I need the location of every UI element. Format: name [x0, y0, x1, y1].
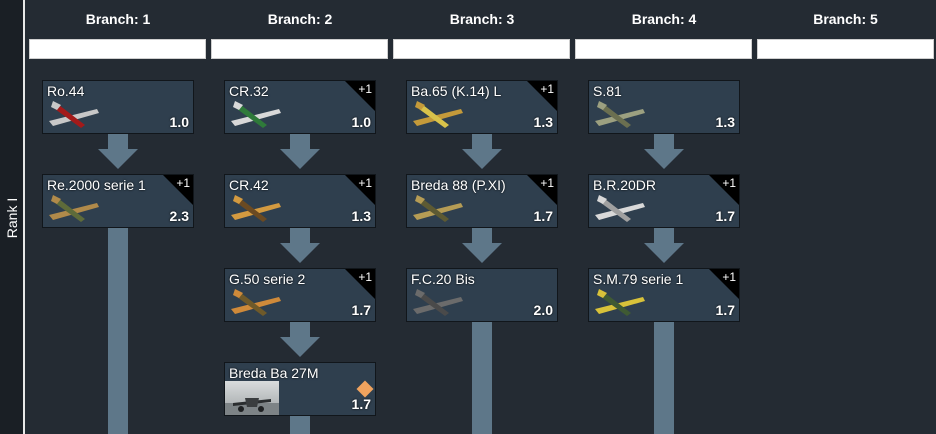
- vehicle-name: Ba.65 (K.14) L: [411, 83, 502, 99]
- arrow-down-icon: [644, 133, 684, 169]
- arrow-down-icon: [462, 227, 502, 263]
- branch-header-4: Branch: 4: [631, 11, 697, 27]
- branch-bar-3[interactable]: [393, 39, 570, 59]
- vehicle-name: B.R.20DR: [593, 177, 657, 193]
- vehicle-name: S.M.79 serie 1: [593, 271, 684, 287]
- branch-header-3: Branch: 3: [449, 11, 515, 27]
- crew-corner: [345, 175, 375, 205]
- vehicle-name: F.C.20 Bis: [411, 271, 475, 287]
- vehicle-name: Ro.44: [47, 83, 85, 99]
- tree-line: [108, 228, 128, 434]
- crew-corner: [345, 269, 375, 299]
- battle-rating: 1.3: [715, 114, 735, 130]
- vehicle-name: CR.32: [229, 83, 269, 99]
- battle-rating: 1.7: [351, 396, 371, 412]
- crew-corner: [527, 175, 557, 205]
- battle-rating: 1.7: [715, 302, 735, 318]
- crew-corner: [709, 269, 739, 299]
- vehicle-name: CR.42: [229, 177, 269, 193]
- plane-icon: [231, 195, 281, 222]
- vehicle-card-sm79[interactable]: +1 S.M.79 serie 1 1.7: [588, 268, 740, 322]
- arrow-down-icon: [462, 133, 502, 169]
- vehicle-card-ro44[interactable]: Ro.44 1.0: [42, 80, 194, 134]
- premium-diamond-icon: [356, 380, 374, 398]
- vehicle-card-re2000[interactable]: +1 Re.2000 serie 1 2.3: [42, 174, 194, 228]
- vehicle-card-breda88[interactable]: +1 Breda 88 (P.XI) 1.7: [406, 174, 558, 228]
- crew-corner: [163, 175, 193, 205]
- arrow-down-icon: [280, 133, 320, 169]
- vehicle-name: Breda 88 (P.XI): [411, 177, 506, 193]
- vehicle-name: Breda Ba 27M: [229, 365, 319, 381]
- crew-corner: [345, 81, 375, 111]
- branch-header-5: Branch: 5: [813, 11, 878, 27]
- branch-bar-2[interactable]: [211, 39, 388, 59]
- rank-label: Rank I: [4, 197, 20, 239]
- battle-rating: 1.0: [351, 114, 371, 130]
- plane-icon: [231, 289, 281, 316]
- battle-rating: 1.7: [351, 302, 371, 318]
- plane-icon: [49, 195, 99, 222]
- tree-line: [654, 321, 674, 434]
- plane-icon: [595, 101, 645, 128]
- vehicle-card-cr32[interactable]: +1 CR.32 1.0: [224, 80, 376, 134]
- crew-bonus-badge: +1: [722, 176, 736, 190]
- battle-rating: 1.7: [715, 208, 735, 224]
- arrow-down-icon: [280, 321, 320, 357]
- battle-rating: 1.0: [169, 114, 189, 130]
- plane-icon: [413, 289, 463, 316]
- vehicle-photo: [225, 381, 279, 415]
- vehicle-card-fc20[interactable]: F.C.20 Bis 2.0: [406, 268, 558, 322]
- crew-bonus-badge: +1: [358, 270, 372, 284]
- crew-corner: [709, 175, 739, 205]
- arrow-down-icon: [98, 133, 138, 169]
- plane-icon: [231, 101, 281, 128]
- plane-photo-icon: [225, 398, 279, 415]
- crew-bonus-badge: +1: [722, 270, 736, 284]
- vehicle-card-cr42[interactable]: +1 CR.42 1.3: [224, 174, 376, 228]
- crew-bonus-badge: +1: [540, 82, 554, 96]
- crew-bonus-badge: +1: [540, 176, 554, 190]
- crew-bonus-badge: +1: [358, 82, 372, 96]
- battle-rating: 1.3: [533, 114, 553, 130]
- battle-rating: 2.3: [169, 208, 189, 224]
- tree-line: [472, 321, 492, 434]
- branch-bar-5[interactable]: [757, 39, 934, 59]
- battle-rating: 2.0: [533, 302, 553, 318]
- vehicle-name: S.81: [593, 83, 622, 99]
- rank-sidebar: Rank I: [0, 0, 25, 434]
- branch-bar-4[interactable]: [575, 39, 752, 59]
- tree-line: [290, 414, 310, 434]
- plane-icon: [413, 101, 463, 128]
- branch-header-2: Branch: 2: [267, 11, 333, 27]
- vehicle-card-br20[interactable]: +1 B.R.20DR 1.7: [588, 174, 740, 228]
- vehicle-card-ba65[interactable]: +1 Ba.65 (K.14) L 1.3: [406, 80, 558, 134]
- battle-rating: 1.3: [351, 208, 371, 224]
- vehicle-card-s81[interactable]: S.81 1.3: [588, 80, 740, 134]
- battle-rating: 1.7: [533, 208, 553, 224]
- arrow-down-icon: [644, 227, 684, 263]
- crew-corner: [527, 81, 557, 111]
- crew-bonus-badge: +1: [176, 176, 190, 190]
- crew-bonus-badge: +1: [358, 176, 372, 190]
- vehicle-card-breda27[interactable]: Breda Ba 27M 1.7: [224, 362, 376, 416]
- arrow-down-icon: [280, 227, 320, 263]
- plane-icon: [49, 101, 99, 128]
- branch-header-1: Branch: 1: [85, 11, 151, 27]
- branch-bar-1[interactable]: [29, 39, 206, 59]
- vehicle-name: Re.2000 serie 1: [47, 177, 146, 193]
- plane-icon: [595, 289, 645, 316]
- plane-icon: [595, 195, 645, 222]
- plane-icon: [413, 195, 463, 222]
- vehicle-name: G.50 serie 2: [229, 271, 306, 287]
- vehicle-card-g50[interactable]: +1 G.50 serie 2 1.7: [224, 268, 376, 322]
